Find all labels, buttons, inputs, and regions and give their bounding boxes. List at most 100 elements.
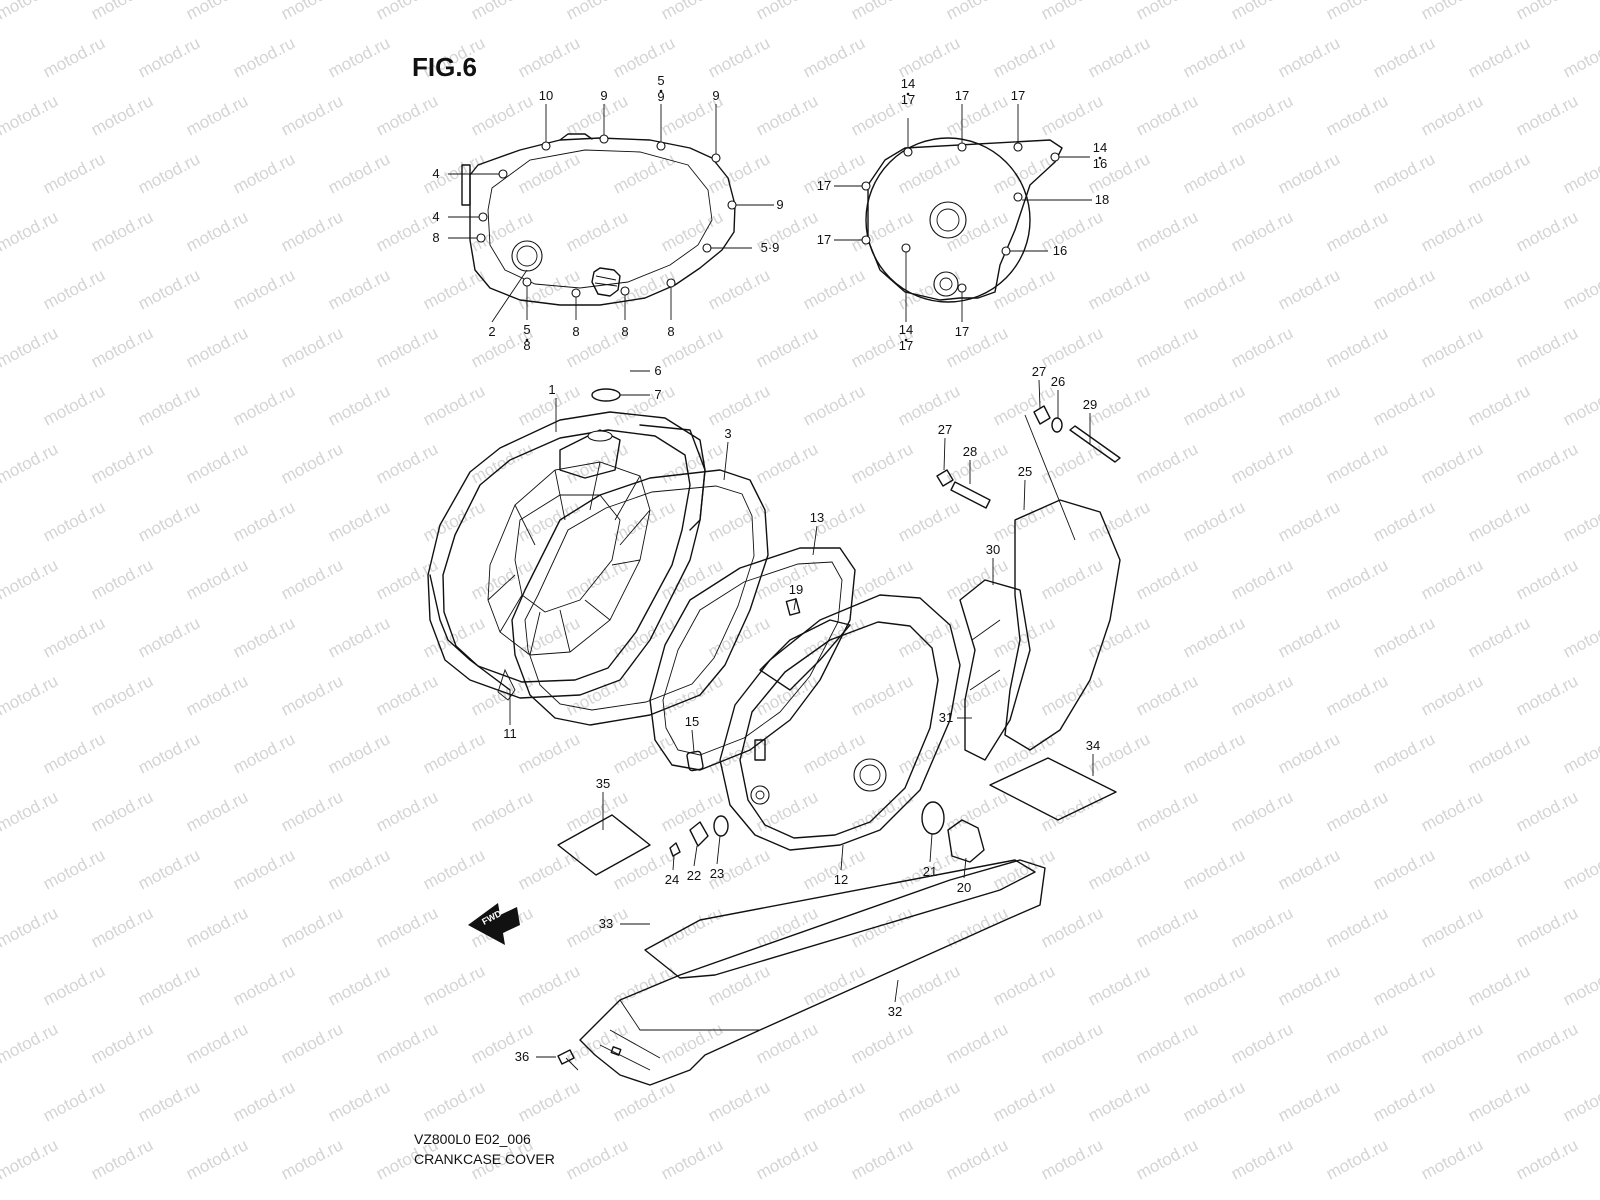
watermark-text: motod.ru <box>40 845 108 893</box>
watermark-text: motod.ru <box>325 149 393 197</box>
watermark-text: motod.ru <box>1133 555 1201 603</box>
watermark-text: motod.ru <box>135 1077 203 1125</box>
watermark-text: motod.ru <box>88 323 156 371</box>
watermark-text: motod.ru <box>800 265 868 313</box>
watermark-text: motod.ru <box>1228 439 1296 487</box>
watermark-text: motod.ru <box>1418 91 1486 139</box>
watermark-text: motod.ru <box>848 1135 916 1183</box>
watermark-text: motod.ru <box>610 729 678 777</box>
callout-3: 3 <box>724 426 731 441</box>
watermark-text: motod.ru <box>420 729 488 777</box>
callout-9: 9 <box>712 88 719 103</box>
watermark-text: motod.ru <box>1418 671 1486 719</box>
callout-13: 13 <box>810 510 824 525</box>
watermark-text: motod.ru <box>1133 787 1201 835</box>
watermark-text: motod.ru <box>848 903 916 951</box>
watermark-text: motod.ru <box>1465 1077 1533 1125</box>
callout-2: 2 <box>488 324 495 339</box>
watermark-text: motod.ru <box>1323 1019 1391 1067</box>
watermark-text: motod.ru <box>40 961 108 1009</box>
watermark-text: motod.ru <box>325 613 393 661</box>
watermark-text: motod.ru <box>183 207 251 255</box>
callout-28: 28 <box>963 444 977 459</box>
watermark-text: motod.ru <box>990 265 1058 313</box>
watermark-text: motod.ru <box>1180 149 1248 197</box>
watermark-text: motod.ru <box>1560 149 1600 197</box>
callout-8: 8 <box>621 324 628 339</box>
watermark-text: motod.ru <box>658 0 726 24</box>
watermark-text: motod.ru <box>135 845 203 893</box>
callout-8: 8 <box>667 324 674 339</box>
watermark-text: motod.ru <box>563 1019 631 1067</box>
watermark-text: motod.ru <box>943 0 1011 24</box>
clutch-cover-gasket-part-3 <box>511 469 769 726</box>
watermark-text: motod.ru <box>1513 323 1581 371</box>
watermark-text: motod.ru <box>1513 1135 1581 1183</box>
callout-19: 19 <box>789 582 803 597</box>
model-code: VZ800L0 E02_006 <box>414 1131 531 1147</box>
generator-gasket-part-13 <box>649 547 856 771</box>
watermark-text: motod.ru <box>373 91 441 139</box>
watermark-text: motod.ru <box>943 555 1011 603</box>
watermark-text: motod.ru <box>990 613 1058 661</box>
watermark-text: motod.ru <box>753 323 821 371</box>
watermark-text: motod.ru <box>1180 33 1248 81</box>
watermark-text: motod.ru <box>1418 787 1486 835</box>
watermark-text: motod.ru <box>1323 903 1391 951</box>
watermark-text: motod.ru <box>1275 33 1343 81</box>
watermark-text: motod.ru <box>183 787 251 835</box>
watermark-text: motod.ru <box>1038 555 1106 603</box>
watermark-text: motod.ru <box>1370 265 1438 313</box>
callout-17: 17 <box>955 324 969 339</box>
callout-30: 30 <box>986 542 1000 557</box>
watermark-text: motod.ru <box>373 787 441 835</box>
watermark-text: motod.ru <box>278 787 346 835</box>
watermark-text: motod.ru <box>1228 555 1296 603</box>
watermark-text: motod.ru <box>135 961 203 1009</box>
watermark-text: motod.ru <box>1418 1135 1486 1183</box>
watermark-text: motod.ru <box>1560 729 1600 777</box>
label-sheets <box>557 757 1117 876</box>
watermark-text: motod.ru <box>1228 0 1296 24</box>
bolt-part-36 <box>557 1049 579 1071</box>
watermark-text: motod.ru <box>1085 613 1153 661</box>
watermark-text: motod.ru <box>705 1077 773 1125</box>
watermark-text: motod.ru <box>895 149 963 197</box>
watermark-text: motod.ru <box>278 1019 346 1067</box>
watermark-text: motod.ru <box>0 787 61 835</box>
fwd-arrow-icon: FWD <box>468 903 520 945</box>
watermark-text: motod.ru <box>1465 729 1533 777</box>
watermark-text: motod.ru <box>373 671 441 719</box>
watermark-text: motod.ru <box>1038 903 1106 951</box>
watermark-text: motod.ru <box>325 961 393 1009</box>
watermark-text: motod.ru <box>1560 33 1600 81</box>
watermark-text: motod.ru <box>420 1077 488 1125</box>
generator-cover-outline <box>861 137 1063 303</box>
watermark-text: motod.ru <box>1323 787 1391 835</box>
watermark-text: motod.ru <box>230 613 298 661</box>
callout-17: 17 <box>817 232 831 247</box>
callout-32: 32 <box>888 1004 902 1019</box>
watermark-text: motod.ru <box>563 0 631 24</box>
watermark-text: motod.ru <box>0 671 61 719</box>
callout-12: 12 <box>834 872 848 887</box>
watermark-text: motod.ru <box>373 207 441 255</box>
watermark-text: motod.ru <box>40 381 108 429</box>
watermark-text: motod.ru <box>1275 149 1343 197</box>
watermark-text: motod.ru <box>563 439 631 487</box>
watermark-text: motod.ru <box>1180 265 1248 313</box>
clutch-cover-outline <box>461 133 737 306</box>
callout-29: 29 <box>1083 397 1097 412</box>
watermark-text: motod.ru <box>1085 845 1153 893</box>
watermark-text: motod.ru <box>1370 613 1438 661</box>
callout-34: 34 <box>1086 738 1100 753</box>
watermark-text: motod.ru <box>183 1135 251 1183</box>
watermark-text: motod.ru <box>1228 91 1296 139</box>
callout-26: 26 <box>1051 374 1065 389</box>
watermark-text: motod.ru <box>1275 497 1343 545</box>
watermark-text: motod.ru <box>1085 729 1153 777</box>
watermark-text: motod.ru <box>895 1077 963 1125</box>
watermark-text: motod.ru <box>88 787 156 835</box>
